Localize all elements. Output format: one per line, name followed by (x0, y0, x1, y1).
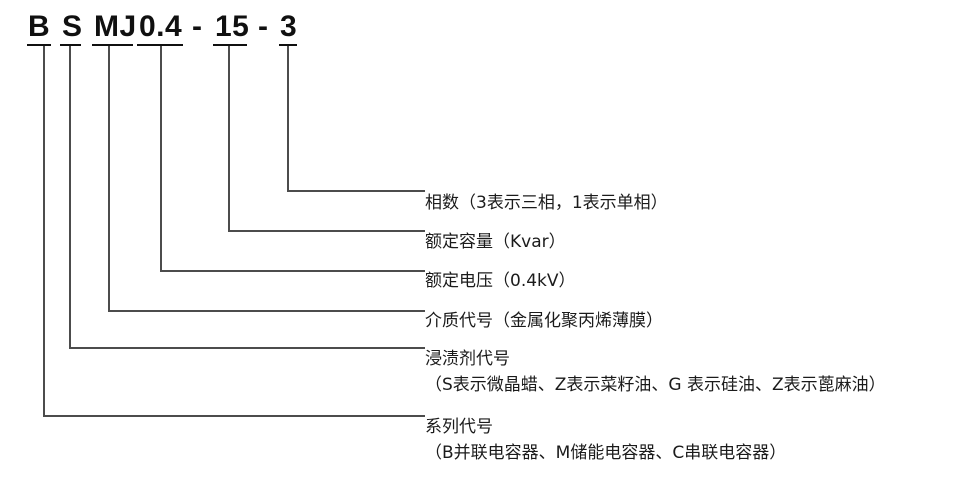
underline-series (27, 44, 51, 46)
underline-impregnant (60, 44, 81, 46)
underline-phase (279, 44, 297, 46)
label-series-code: 系列代号 （B并联电容器、M储能电容器、C串联电容器） (425, 414, 786, 466)
label-rated-voltage: 额定电压（0.4kV） (425, 268, 576, 294)
label-impregnant-code-detail: （S表示微晶蜡、Z表示菜籽油、G 表示硅油、Z表示蓖麻油） (425, 375, 886, 395)
leader-vertical-series (43, 46, 45, 416)
leader-horizontal-dielectric (108, 310, 425, 312)
label-impregnant-code: 浸渍剂代号 （S表示微晶蜡、Z表示菜籽油、G 表示硅油、Z表示蓖麻油） (425, 346, 886, 398)
label-phase: 相数（3表示三相，1表示单相） (425, 190, 668, 216)
code-token-series: B (28, 10, 51, 43)
leader-vertical-phase (287, 46, 289, 191)
label-series-code-text: 系列代号 (425, 417, 493, 437)
label-series-code-detail: （B并联电容器、M储能电容器、C串联电容器） (425, 443, 787, 463)
leader-vertical-capacity (228, 46, 230, 231)
underline-capacity (213, 44, 247, 46)
label-rated-voltage-text: 额定电压（0.4kV） (425, 271, 576, 291)
underline-dielectric (92, 44, 133, 46)
leader-vertical-impregnant (69, 46, 71, 348)
label-impregnant-code-text: 浸渍剂代号 (425, 349, 510, 369)
underline-voltage (137, 44, 183, 46)
code-token-capacity: 15 (215, 10, 250, 43)
code-separator-1: - (192, 10, 203, 43)
label-phase-text: 相数（3表示三相，1表示单相） (425, 193, 668, 213)
code-token-voltage: 0.4 (139, 10, 183, 43)
label-dielectric-code: 介质代号（金属化聚丙烯薄膜） (425, 308, 663, 334)
code-token-impregnant: S (62, 10, 83, 43)
code-separator-2: - (258, 10, 269, 43)
leader-vertical-dielectric (108, 46, 110, 311)
leader-horizontal-voltage (160, 270, 425, 272)
leader-horizontal-capacity (228, 230, 425, 232)
leader-vertical-voltage (160, 46, 162, 271)
label-dielectric-code-text: 介质代号（金属化聚丙烯薄膜） (425, 311, 663, 331)
label-rated-capacity: 额定容量（Kvar） (425, 229, 566, 255)
label-rated-capacity-text: 额定容量（Kvar） (425, 232, 566, 252)
model-code-line: B S MJ 0.4 - 15 - 3 (0, 0, 971, 48)
leader-horizontal-impregnant (69, 347, 425, 349)
code-token-dielectric: MJ (94, 10, 137, 43)
leader-horizontal-series (43, 415, 425, 417)
code-token-phase: 3 (280, 10, 298, 43)
leader-horizontal-phase (287, 190, 425, 192)
